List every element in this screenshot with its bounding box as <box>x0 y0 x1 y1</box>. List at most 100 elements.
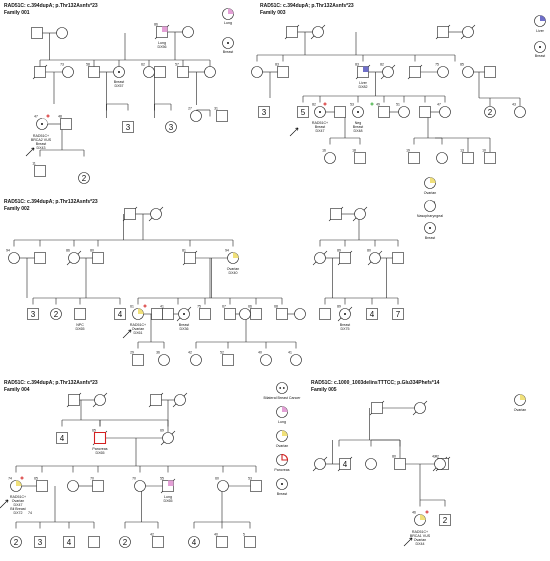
label-text: DX47 <box>316 129 325 133</box>
male-symbol <box>94 432 106 444</box>
male-symbol <box>334 106 346 118</box>
male-symbol <box>88 66 100 78</box>
age-text: 74 <box>8 477 12 481</box>
female-symbol <box>398 106 410 118</box>
age-text: 73 <box>60 63 64 67</box>
male-symbol <box>222 354 234 366</box>
label-text: BRCA2 VUS <box>31 138 52 142</box>
male-symbol <box>392 252 404 264</box>
age-text: 55 <box>160 477 164 481</box>
count-text: 4 <box>118 310 123 319</box>
male-symbol <box>339 252 351 264</box>
female-symbol <box>436 152 448 164</box>
age-text: 85 <box>460 63 464 67</box>
label-text: DX40 <box>229 271 238 275</box>
quadrant-fill <box>233 252 239 258</box>
male-symbol <box>319 308 331 320</box>
age-text: 47 <box>437 103 441 107</box>
female-symbol <box>290 354 302 366</box>
label-text: Ovarian <box>227 267 240 271</box>
breast-dot <box>183 313 185 315</box>
quadrant-fill <box>162 26 168 32</box>
label-text: Lung <box>278 420 286 424</box>
label-text: Ovarian <box>12 499 25 503</box>
male-symbol <box>484 66 496 78</box>
female-symbol <box>188 536 200 548</box>
male-symbol <box>339 458 351 470</box>
male-symbol <box>122 121 134 133</box>
female-symbol <box>365 458 377 470</box>
male-symbol <box>484 152 496 164</box>
label-text: Breast <box>179 323 189 327</box>
male-symbol <box>250 480 262 492</box>
status-cross <box>425 510 429 514</box>
family-gene: RAD51C: c.394dupA; p.Thr132Asnfs*23 <box>4 199 98 205</box>
count-text: 2 <box>123 538 128 547</box>
label-text: Pancreas <box>274 468 289 472</box>
female-symbol <box>150 208 162 220</box>
age-text: 31 <box>214 107 218 111</box>
label-text: Liver <box>359 81 368 85</box>
label-text: Breast <box>114 80 124 84</box>
quadrant-fill <box>282 430 288 436</box>
breast-dot <box>41 123 43 125</box>
pedigree-text: RAD51C: c.394dupA; p.Thr132Asnfs*23 Famil… <box>4 3 545 547</box>
count-text: 2 <box>82 174 87 183</box>
age-text: 81 <box>182 249 186 253</box>
proband-arrow <box>122 329 132 339</box>
female-symbol <box>190 354 202 366</box>
family-gene: RAD51C: c.394dupA; p.Thr132Asnfs*23 <box>4 380 98 386</box>
age-text: 89 <box>337 305 341 309</box>
count-text: 5 <box>301 108 306 117</box>
label-text: RAD51C+ <box>10 495 26 499</box>
male-symbol <box>378 106 390 118</box>
label-text: Ovarian <box>414 538 427 542</box>
breast-dot <box>429 227 431 229</box>
female-symbol <box>10 536 22 548</box>
age-text: 70 <box>90 477 94 481</box>
count-text: 3 <box>31 310 36 319</box>
count-text: 3 <box>169 123 174 132</box>
age-text: 41 <box>160 305 164 309</box>
breast-dot <box>357 111 359 113</box>
male-symbol <box>277 66 289 78</box>
age-text: 41 <box>288 351 292 355</box>
female-symbol <box>312 26 324 38</box>
male-symbol <box>394 458 406 470</box>
age-text: 80 <box>367 249 371 253</box>
pancreas-outline <box>281 453 289 461</box>
female-symbol <box>260 354 272 366</box>
age-text: 86 <box>66 249 70 253</box>
female-symbol <box>119 536 131 548</box>
male-symbol <box>177 66 189 78</box>
count-text: 4 <box>60 434 65 443</box>
age-text: 48 <box>58 115 62 119</box>
age-text: 94 <box>225 249 229 253</box>
count-text: 4 <box>370 310 375 319</box>
female-symbol <box>354 208 366 220</box>
label-text: DX65 <box>96 451 105 455</box>
label-text: DX72 <box>14 511 23 515</box>
male-symbol <box>34 66 46 78</box>
female-symbol <box>165 121 177 133</box>
quadrant-fill <box>363 66 369 72</box>
male-symbol <box>392 308 404 320</box>
age-text: 65 <box>92 429 96 433</box>
count-text: 7 <box>396 310 401 319</box>
age-text: 82 <box>312 103 316 107</box>
count-text: 3 <box>126 123 131 132</box>
age-text: 62 <box>141 63 145 67</box>
age-text: 89 <box>337 249 341 253</box>
male-symbol <box>60 118 72 130</box>
female-symbol <box>314 252 326 264</box>
male-symbol <box>63 536 75 548</box>
female-symbol <box>439 106 451 118</box>
label-text: DX44 <box>416 542 425 546</box>
male-symbol <box>88 536 100 548</box>
male-symbol <box>92 252 104 264</box>
age-text: 69 <box>160 429 164 433</box>
pancreas-outline <box>93 431 107 445</box>
female-symbol <box>314 458 326 470</box>
family-name: Family 003 <box>260 10 286 16</box>
quadrant-fill <box>540 15 546 21</box>
